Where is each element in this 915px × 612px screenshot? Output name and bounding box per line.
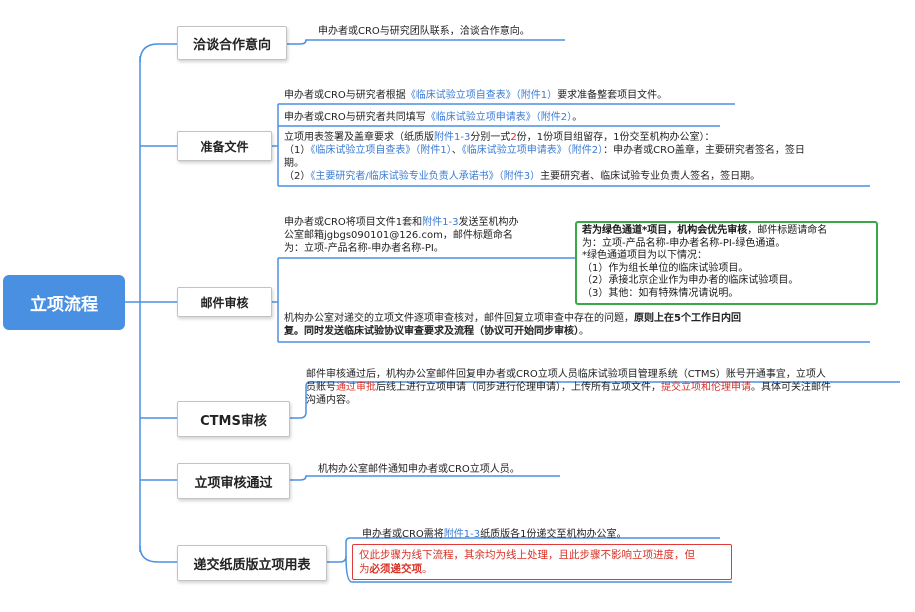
leaf-prepare-application: 申办者或CRO与研究者共同填写《临床试验立项申请表》（附件2）。 <box>284 112 583 123</box>
link-appendix-2[interactable]: 《临床试验立项申请表》（附件2） <box>461 145 604 156</box>
link-appendix-1[interactable]: 《临床试验立项自查表》（附件1） <box>310 145 452 156</box>
green-channel-box: 若为绿色通道*项目，机构会优先审核，邮件标题请命名 为：立项-产品名称-申办者名… <box>575 221 878 305</box>
leaf-approval-text: 机构办公室邮件通知申办者或CRO立项人员。 <box>318 464 520 475</box>
link-appendix-2[interactable]: 《临床试验立项申请表》（附件2） <box>425 112 573 123</box>
node-label: 立项审核通过 <box>194 475 273 491</box>
link-appendix-3[interactable]: 《主要研究者/临床试验专业负责人承诺书》（附件3） <box>310 171 541 182</box>
link-appendix-1-3[interactable]: 附件1-3 <box>443 529 481 540</box>
link-appendix-1-3[interactable]: 附件1-3 <box>434 132 471 143</box>
root-node: 立项流程 <box>3 275 125 330</box>
leaf-email-send: 申办者或CRO将项目文件1套和附件1-3发送至机构办 公室邮箱jgbgs0901… <box>284 217 519 254</box>
leaf-prepare-selfcheck: 申办者或CRO与研究者根据《临床试验立项自查表》（附件1）要求准备整套项目文件。 <box>284 90 668 101</box>
leaf-submit-paper-text: 申办者或CRO需将附件1-3纸质版各1份递交至机构办公室。 <box>362 529 627 540</box>
node-email-review[interactable]: 邮件审核 <box>177 287 272 317</box>
node-submit-paper[interactable]: 递交纸质版立项用表 <box>177 545 327 581</box>
node-negotiate[interactable]: 洽谈合作意向 <box>177 26 287 60</box>
leaf-prepare-signing: 立项用表签署及盖章要求（纸质版附件1-3分别一式2份，1份项目组留存，1份交至机… <box>284 132 805 182</box>
node-label: CTMS审核 <box>200 413 267 429</box>
node-label: 准备文件 <box>200 139 249 154</box>
root-label: 立项流程 <box>30 295 98 315</box>
offline-note-box: 仅此步骤为线下流程，其余均为线上处理，且此步骤不影响立项进度，但 为必须递交项。 <box>352 544 732 580</box>
leaf-email-review-reply: 机构办公室对递交的立项文件逐项审查核对，邮件回复立项审查中存在的问题，原则上在5… <box>284 313 741 337</box>
leaf-ctms-text: 邮件审核通过后，机构办公室邮件回复申办者或CRO立项人员临床试验项目管理系统（C… <box>306 369 831 406</box>
node-label: 递交纸质版立项用表 <box>193 557 311 573</box>
node-approval-passed[interactable]: 立项审核通过 <box>177 463 290 499</box>
link-appendix-1[interactable]: 《临床试验立项自查表》（附件1） <box>405 90 558 101</box>
node-prepare-docs[interactable]: 准备文件 <box>177 131 272 161</box>
link-appendix-1-3[interactable]: 附件1-3 <box>422 217 459 228</box>
node-ctms-review[interactable]: CTMS审核 <box>177 401 290 437</box>
node-label: 邮件审核 <box>200 295 249 310</box>
leaf-negotiate-text: 申办者或CRO与研究团队联系，洽谈合作意向。 <box>318 26 530 37</box>
node-label: 洽谈合作意向 <box>192 37 271 53</box>
